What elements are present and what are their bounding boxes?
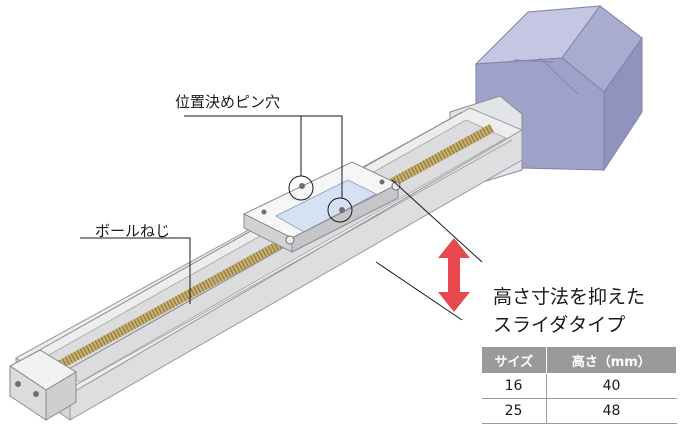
slider [242,161,401,253]
feature-note: 高さ寸法を抑えた スライダタイプ [493,283,645,339]
ball-screw [55,124,495,370]
pin-hole-label: 位置決めピン穴 [175,93,281,111]
rail-end-block [9,349,77,421]
table-row: 25 48 [481,398,677,424]
ball-screw-label: ボールねじ [95,222,171,240]
feature-note-line-2: スライダタイプ [493,314,626,336]
cell-size: 25 [481,398,547,424]
height-arrow-icon [438,238,470,312]
header-size: サイズ [481,346,547,374]
header-height: 高さ（mm） [545,346,678,374]
cell-size: 16 [481,373,547,399]
feature-note-line-1: 高さ寸法を抑えた [493,286,646,308]
table-header-row: サイズ 高さ（mm） [481,346,678,374]
cell-height: 48 [545,398,677,424]
size-height-table: サイズ 高さ（mm） 16 40 25 48 [481,346,678,424]
cell-height: 40 [545,373,677,399]
callout-lines [80,115,483,321]
table-row: 16 40 [481,373,677,399]
